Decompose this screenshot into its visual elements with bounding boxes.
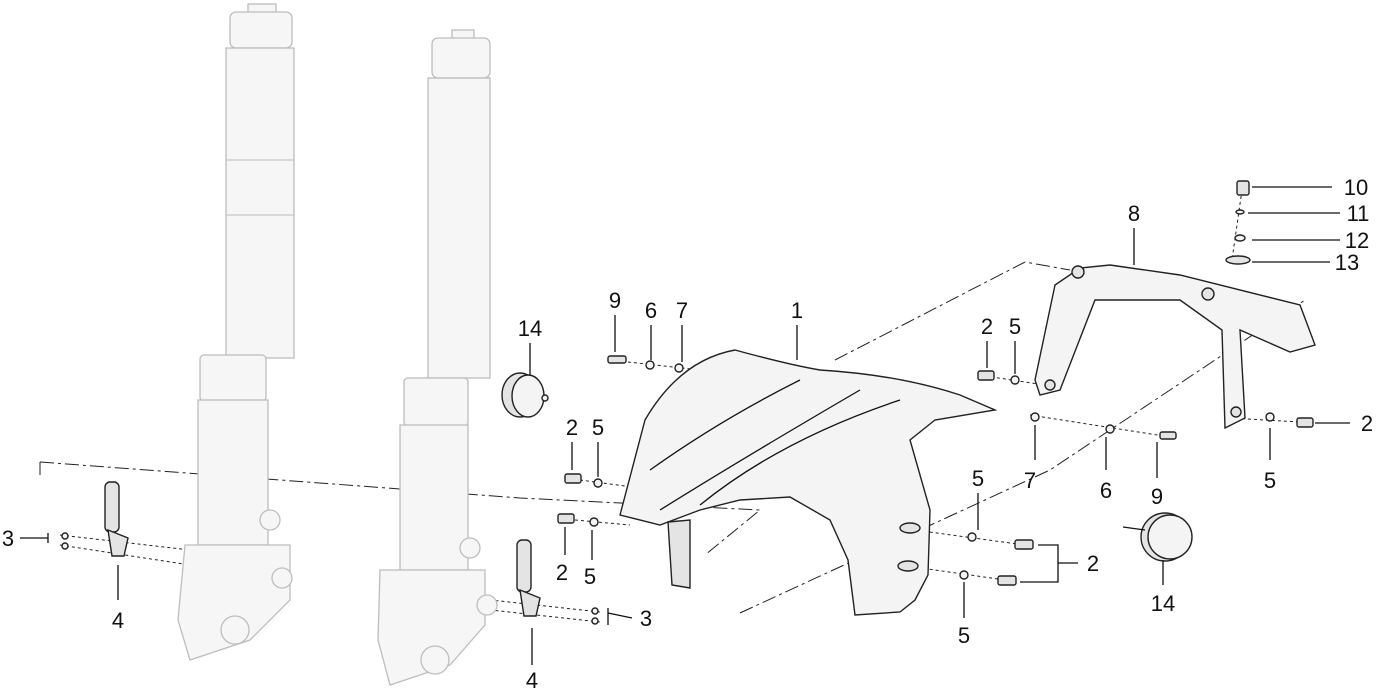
callout-5: 5 (958, 623, 970, 648)
hardware (557, 180, 1314, 586)
callout-5: 5 (972, 466, 984, 491)
front-fender (619, 349, 998, 616)
reflector-left (501, 372, 549, 418)
callout-7: 7 (1024, 468, 1036, 493)
callout-5: 5 (592, 415, 604, 440)
left-fork (177, 3, 295, 661)
bracket-right (516, 539, 599, 625)
callout-5: 5 (584, 564, 596, 589)
callout-6: 6 (645, 298, 657, 323)
callout-7: 7 (676, 298, 688, 323)
callout-4: 4 (526, 668, 538, 690)
callout-1: 1 (791, 298, 803, 323)
leader-lines (20, 186, 1350, 665)
fender-bracket (1034, 264, 1316, 430)
callout-2: 2 (566, 415, 578, 440)
callout-2: 2 (1361, 411, 1373, 436)
callout-3: 3 (2, 526, 14, 551)
callout-12: 12 (1345, 228, 1369, 253)
callout-14: 14 (1151, 591, 1175, 616)
callout-14: 14 (518, 316, 542, 341)
callout-8: 8 (1128, 201, 1140, 226)
callout-6: 6 (1100, 478, 1112, 503)
callout-4: 4 (112, 608, 124, 633)
callout-9: 9 (1151, 484, 1163, 509)
bracket-left (61, 481, 129, 557)
callout-2: 2 (1087, 551, 1099, 576)
callout-labels: 3 4 3 4 14 9 6 7 1 2 5 2 5 2 5 8 10 11 1… (2, 175, 1373, 690)
callout-2: 2 (981, 314, 993, 339)
callout-13: 13 (1335, 250, 1359, 275)
callout-10: 10 (1344, 175, 1368, 200)
callout-5: 5 (1009, 314, 1021, 339)
callout-2: 2 (556, 560, 568, 585)
callout-11: 11 (1347, 201, 1370, 226)
reflector-right (1140, 512, 1193, 562)
callout-9: 9 (609, 288, 621, 313)
right-fork (377, 29, 498, 686)
callout-3: 3 (640, 606, 652, 631)
callout-5: 5 (1264, 468, 1276, 493)
